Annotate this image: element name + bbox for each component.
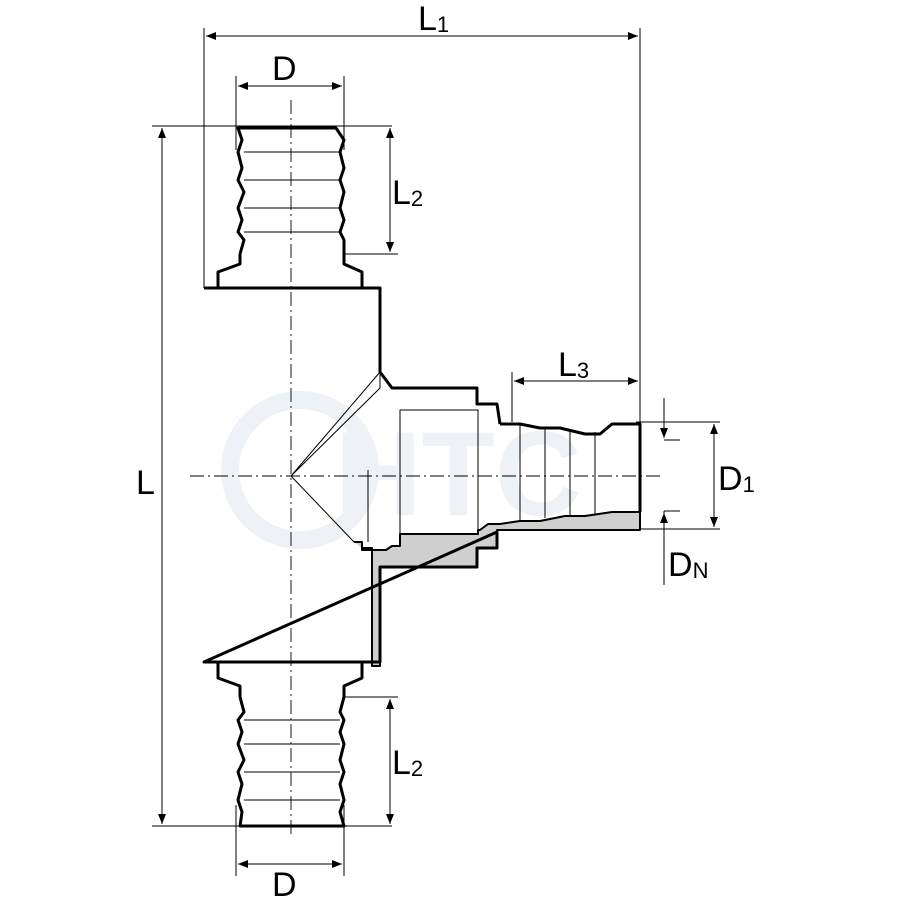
dimension-labels: L1 D D L2 L2 L L3 D1 DN [136,0,755,900]
label-L2-bottom: L2 [392,744,423,782]
centerlines [190,100,660,835]
label-L: L [136,464,155,502]
body-outline [202,126,642,828]
label-DN: DN [668,546,708,584]
label-D-top: D [272,50,297,88]
label-D-bottom: D [272,866,297,900]
section-hatch [354,511,641,667]
label-L3: L3 [558,346,589,384]
label-D1: D1 [718,460,755,498]
label-L2-top: L2 [392,174,423,212]
dimension-lines [158,32,718,868]
watermark: HTC [221,391,582,549]
label-L1: L1 [418,0,449,38]
